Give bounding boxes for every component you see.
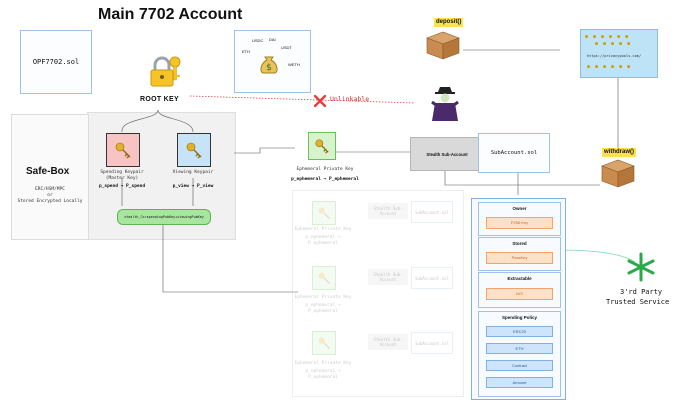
safe-box: Safe-Box ERC/HSM/MPC or Stored Encrypted… [11, 114, 89, 240]
withdraw-box-icon [600, 158, 636, 192]
policy-eth: ETH [486, 343, 553, 354]
lock-icon [146, 56, 178, 88]
spending-keypair-sublabel: (Master Key) [105, 176, 139, 181]
token-weth: WETH [288, 62, 300, 67]
spending-policy-section: Spending Policy ERC20 ETH Contract Amoun… [478, 311, 561, 397]
faded-row1-label: Ephemeral Private Key [294, 227, 352, 232]
faded-row1-sub: Stealth Sub-Account [368, 203, 408, 219]
subaccount-config-panel: Owner P256 Key Stored PassKey Extractabl… [471, 198, 566, 400]
faded-key-card-2 [312, 266, 336, 290]
safe-box-line1: ERC/HSM/MPC [35, 187, 65, 192]
faded-row3-sub: Stealth Sub-Account [368, 334, 408, 350]
faded-row2-label: Ephemeral Private Key [294, 295, 352, 300]
token-usdc: USDC [252, 38, 264, 43]
ephemeral-key-label: Ephemeral Private Key [296, 167, 354, 172]
spending-keypair-label: Spending Keypair [100, 170, 144, 175]
token-usdt: USDT [281, 45, 292, 50]
stealth-subaccount-box: Stealth Sub-Account [410, 137, 484, 171]
ephemeral-key-icon [315, 139, 329, 154]
subaccount-contract-box: SubAccount.sol [478, 133, 550, 173]
deposit-function-label: deposit() [434, 18, 464, 27]
privacy-pool-url: https://privacypools.com/ [587, 54, 642, 58]
faded-row2-formula: p_ephemeral → P_ephemeral [305, 303, 341, 314]
coins-bottom-icon: ● ● ● ● ● ● [587, 64, 632, 70]
stored-section: Stored PassKey [478, 237, 561, 271]
faded-key-card-3 [312, 331, 336, 355]
viewing-keypair-formula: p_view → P_view [172, 184, 214, 189]
spending-keypair-card [106, 133, 140, 167]
owner-title: Owner [512, 206, 527, 211]
policy-contract: Contract [486, 360, 553, 371]
faded-row3-file: SubAccount.sol [411, 332, 453, 354]
safe-box-line3: Stored Encrypted Locally [17, 199, 83, 204]
faded-row1-file: SubAccount.sol [411, 201, 453, 223]
policy-amount: Amount [486, 377, 553, 388]
faded-row1-formula: p_ephemeral → P_ephemeral [305, 235, 341, 246]
withdraw-function-label: withdraw() [602, 148, 636, 157]
deposit-box-icon [425, 30, 461, 64]
spending-key-icon [115, 142, 131, 159]
money-bag-icon: $ [257, 51, 281, 79]
viewing-key-icon [186, 142, 202, 159]
safe-box-line2: or [47, 193, 53, 198]
third-party-line1: 3'rd Party [620, 288, 663, 296]
spending-policy-title: Spending Policy [501, 315, 537, 320]
cross-icon [313, 92, 327, 111]
token-eth: ETH [242, 49, 250, 54]
key-icon [166, 56, 184, 82]
opf-file-name: OPF7702.sol [32, 58, 80, 66]
ephemeral-key-card [308, 132, 336, 160]
spending-keypair-formula: p_spend → P_spend [98, 184, 146, 189]
faded-subaccounts: Ephemeral Private Key p_ephemeral → P_ep… [292, 190, 464, 397]
unlinkable-label: Unlinkable [330, 95, 370, 103]
faded-row2-file: SubAccount.sol [411, 267, 453, 289]
stored-value: PassKey [486, 252, 553, 264]
third-party-line2: Trusted Service [606, 298, 670, 306]
root-key-label: ROOT KEY [140, 96, 179, 103]
extractable-title: Extractable [507, 276, 532, 281]
extractable-value: NO! [486, 288, 553, 300]
faded-row2-sub: Stealth Sub-Account [368, 269, 408, 285]
viewing-keypair-card [177, 133, 211, 167]
opf-contract-box: OPF7702.sol [20, 30, 92, 94]
token-dai: DAI [269, 37, 276, 42]
viewing-keypair-label: Viewing Keypair [172, 170, 214, 175]
safe-box-title: Safe-Box [26, 166, 70, 177]
policy-erc20: ERC20 [486, 326, 553, 337]
stored-title: Stored [512, 241, 527, 246]
faded-row3-formula: p_ephemeral → P_ephemeral [305, 369, 341, 380]
privacy-pool-area: ● ● ● ● ● ● ● ● ● ● ● ● ● ● ● ● ● https:… [580, 29, 658, 78]
owner-value: P256 Key [486, 217, 553, 229]
spy-character-icon [430, 86, 460, 126]
ephemeral-key-formula: p_ephemeral → P_ephemeral [291, 177, 359, 182]
coins-icon: ● ● ● ● ● ● [585, 34, 630, 40]
diagram-title: Main 7702 Account [98, 6, 243, 23]
faded-row3-label: Ephemeral Private Key [294, 361, 352, 366]
stealth-address-formula: stealth_Cx=spendingPubKey+viewingPubKey [117, 209, 211, 225]
faded-key-card-1 [312, 201, 336, 225]
token-assets-box: USDC DAI USDT ETH WETH $ [234, 30, 311, 93]
asterisk-icon [626, 252, 656, 286]
extractable-section: Extractable NO! [478, 272, 561, 308]
svg-text:$: $ [266, 63, 272, 73]
coins-row-icon: ● ● ● ● ● [595, 41, 632, 47]
owner-section: Owner P256 Key [478, 202, 561, 236]
